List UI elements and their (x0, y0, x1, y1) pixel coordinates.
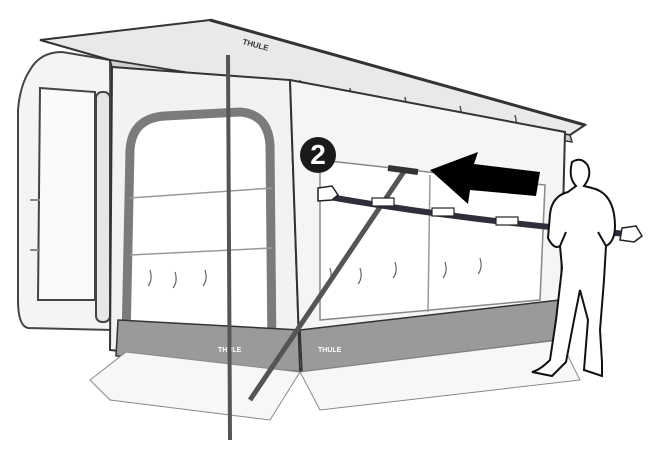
step-number-badge: 2 (300, 137, 336, 173)
front-wall: THULE (290, 80, 580, 410)
brand-mark-front: THULE (318, 347, 342, 354)
caravan-outline (18, 52, 112, 330)
